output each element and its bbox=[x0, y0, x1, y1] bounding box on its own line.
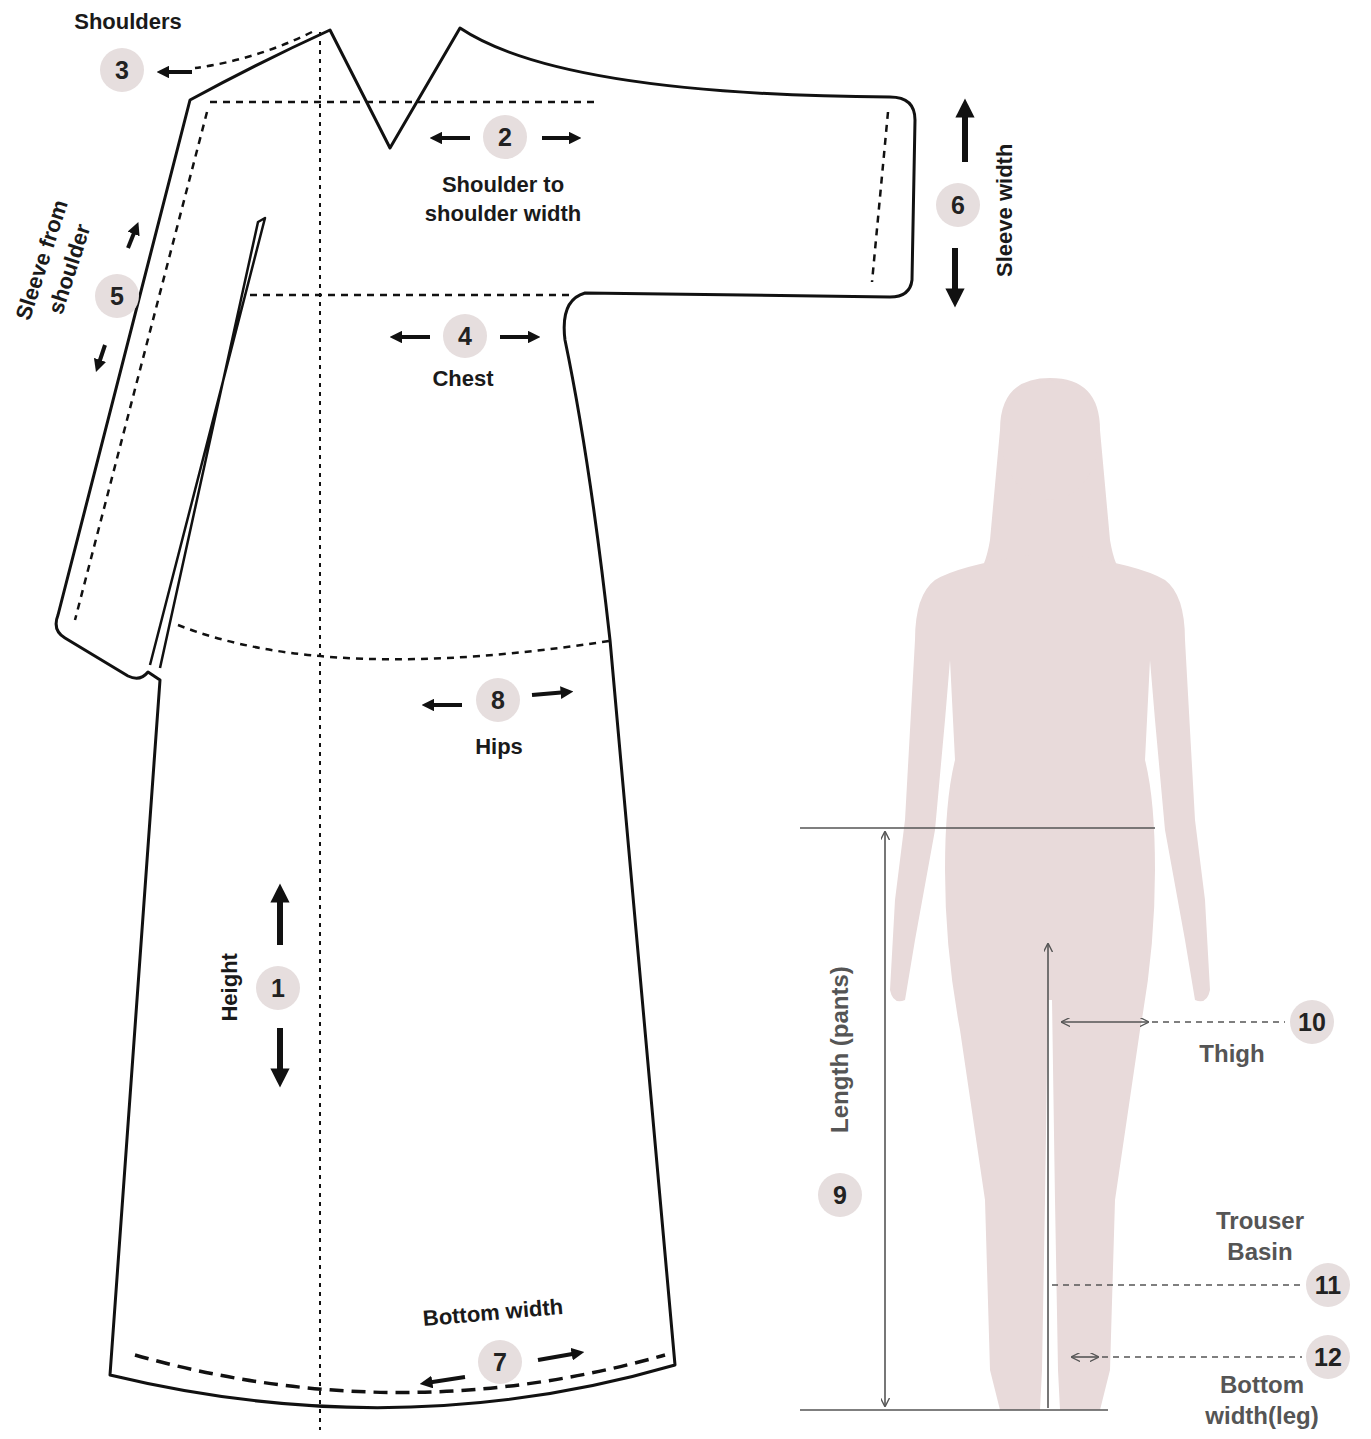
callout-circle: 4 bbox=[443, 314, 487, 358]
measurement-label: Shoulders bbox=[48, 8, 208, 37]
body-silhouette bbox=[890, 378, 1210, 1410]
callout-number: 9 bbox=[833, 1183, 847, 1208]
callout-circle: 2 bbox=[483, 115, 527, 159]
callout-circle: 11 bbox=[1306, 1263, 1350, 1307]
callout-number: 5 bbox=[110, 284, 124, 309]
callout-number: 12 bbox=[1314, 1345, 1342, 1370]
callout-number: 6 bbox=[951, 193, 965, 218]
callout-number: 7 bbox=[493, 1350, 507, 1375]
callout-circle: 12 bbox=[1306, 1335, 1350, 1379]
callout-circle: 3 bbox=[100, 48, 144, 92]
callout-circle: 8 bbox=[476, 678, 520, 722]
measurement-label: Chest bbox=[403, 365, 523, 394]
callout-circle: 9 bbox=[818, 1173, 862, 1217]
callout-circle: 10 bbox=[1290, 1000, 1334, 1044]
measurement-label: Length (pants) bbox=[824, 930, 855, 1170]
measure-arrows bbox=[98, 72, 965, 1383]
measurement-label: Thigh bbox=[1172, 1038, 1292, 1069]
callout-number: 1 bbox=[271, 976, 285, 1001]
pants-measure-lines bbox=[800, 828, 1302, 1410]
callout-circle: 7 bbox=[478, 1340, 522, 1384]
callout-number: 2 bbox=[498, 125, 512, 150]
callout-number: 4 bbox=[458, 324, 472, 349]
callout-circle: 1 bbox=[256, 966, 300, 1010]
measurement-label: Shoulder to shoulder width bbox=[408, 171, 598, 228]
measurement-label: Bottom width(leg) bbox=[1182, 1369, 1342, 1431]
dress-outline bbox=[56, 28, 915, 1408]
measurement-label: Hips bbox=[439, 733, 559, 762]
callout-number: 8 bbox=[491, 688, 505, 713]
measurement-label: Sleeve from shoulder bbox=[9, 194, 104, 335]
measurement-label: Sleeve width bbox=[991, 125, 1020, 295]
callout-number: 10 bbox=[1298, 1010, 1326, 1035]
callout-number: 11 bbox=[1315, 1273, 1341, 1298]
measurement-label: Bottom width bbox=[392, 1290, 594, 1336]
measure-lines bbox=[75, 32, 888, 1430]
callout-number: 3 bbox=[115, 58, 129, 83]
callout-circle: 5 bbox=[95, 274, 139, 318]
measurement-label: Trouser Basin bbox=[1195, 1205, 1325, 1267]
measurement-label: Height bbox=[216, 927, 245, 1047]
callout-circle: 6 bbox=[936, 183, 980, 227]
